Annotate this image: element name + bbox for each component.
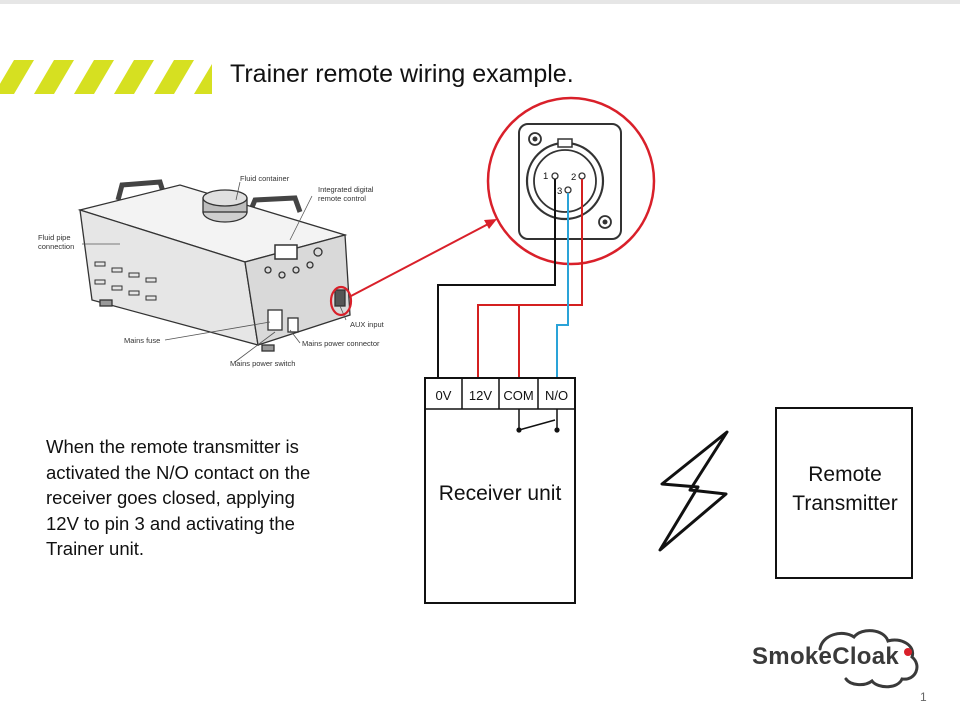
callout-fluid-container: Fluid container <box>240 174 290 183</box>
page-number: 1 <box>920 690 927 704</box>
wire-black-0v <box>437 179 556 378</box>
wireless-signal-lightning-icon <box>658 430 729 552</box>
pin-label-2: 2 <box>571 172 576 183</box>
remote-transmitter-box <box>775 407 913 579</box>
no-switch-icon <box>516 409 560 433</box>
xlr-connector-icon <box>518 123 622 240</box>
callout-remote-control-line2: remote control <box>318 194 366 203</box>
brand-name: SmokeCloak <box>752 643 900 670</box>
aux-pointer-arrow <box>350 221 493 297</box>
arrowhead-icon <box>484 219 497 229</box>
top-border <box>0 0 960 4</box>
pin-label-3: 3 <box>557 186 562 197</box>
terminal-no: N/O <box>544 388 569 403</box>
pin-label-1: 1 <box>543 171 548 182</box>
page-title: Trainer remote wiring example. <box>230 60 574 88</box>
smoke-machine-illustration <box>77 179 351 363</box>
callout-fluid-pipe-line1: Fluid pipe <box>38 233 71 242</box>
terminal-0v: 0V <box>435 388 452 403</box>
smokecloak-logo <box>818 629 919 689</box>
receiver-unit-box <box>424 377 576 604</box>
hazard-stripe-banner <box>0 60 212 94</box>
callout-mains-fuse: Mains fuse <box>124 336 160 345</box>
callout-remote-control-line1: Integrated digital <box>318 185 374 194</box>
callout-mains-power-connector: Mains power connector <box>302 339 380 348</box>
wire-blue-no <box>556 193 569 378</box>
receiver-unit-label: Receiver unit <box>438 482 562 505</box>
explanation-text: When the remote transmitter is activated… <box>46 436 311 559</box>
terminal-12v: 12V <box>468 388 493 403</box>
wire-red-12v <box>477 179 583 378</box>
callout-fluid-pipe-line2: connection <box>38 242 74 251</box>
aux-highlight-circle <box>329 285 353 317</box>
callout-aux-input: AUX input <box>350 320 385 329</box>
remote-transmitter-label: Remote Transmitter <box>792 463 898 515</box>
terminal-com: COM <box>503 388 534 403</box>
callout-mains-power-switch: Mains power switch <box>230 359 295 368</box>
registered-mark-icon <box>904 648 912 656</box>
